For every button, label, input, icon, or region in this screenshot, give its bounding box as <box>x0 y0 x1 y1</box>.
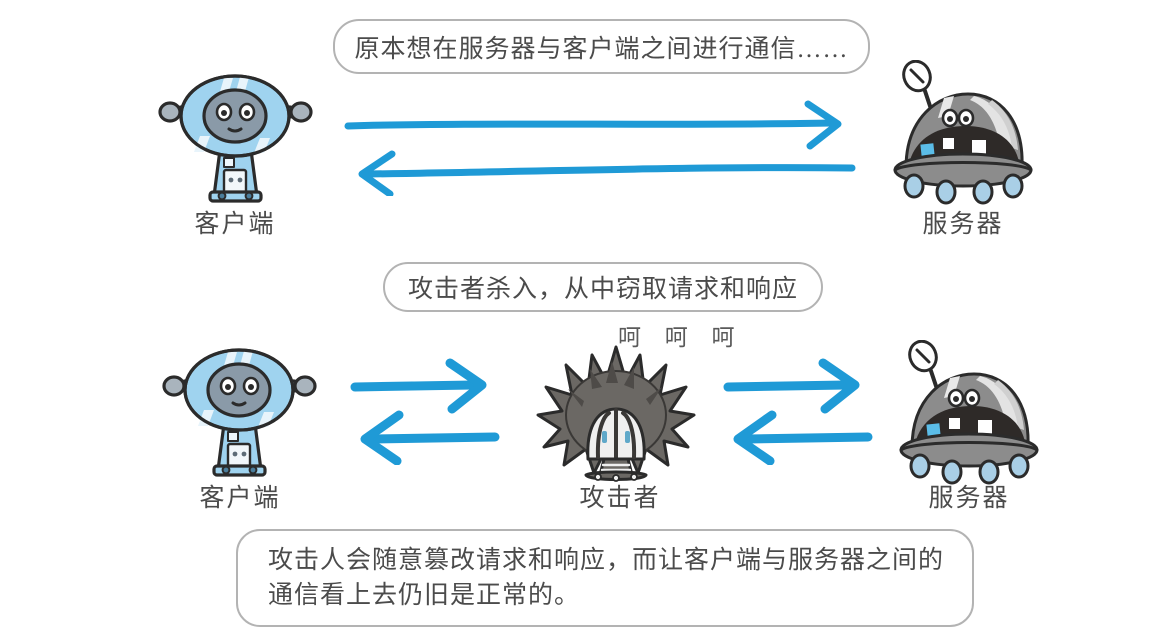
arrows-attacker-server <box>718 355 883 470</box>
caption-line-1: 攻击人会随意篡改请求和响应，而让客户端与服务器之间的 <box>268 546 945 574</box>
client-robot-top <box>148 72 323 212</box>
arrow-line-response-left <box>370 432 500 444</box>
arrow-head-response-right <box>733 410 777 466</box>
arrow-line-request-left <box>350 380 478 392</box>
label-server-bottom: 服务器 <box>928 485 1010 512</box>
caption-line-2: 通信看上去仍旧是正常的。 <box>268 582 581 609</box>
attacker-figure <box>534 343 699 488</box>
label-attacker: 攻击者 <box>579 485 661 512</box>
server-robot-icon <box>899 339 1039 485</box>
arrow-line-request-top <box>344 119 836 130</box>
arrow-head-request-top <box>804 100 842 150</box>
caption-bubble-bottom: 攻击人会随意篡改请求和响应，而让客户端与服务器之间的 通信看上去仍旧是正常的。 <box>236 529 974 627</box>
label-client-top: 客户端 <box>194 211 276 238</box>
arrows-client-server-top <box>340 96 860 201</box>
arrow-head-request-right <box>818 358 860 414</box>
client-robot-bottom <box>152 346 327 486</box>
attacker-icon <box>536 345 696 482</box>
callout-bubble-top: 原本想在服务器与客户端之间进行通信…… <box>333 19 870 74</box>
client-robot-icon <box>158 74 313 203</box>
label-server-top: 服务器 <box>922 211 1004 238</box>
arrow-line-response-top <box>364 164 856 178</box>
server-robot-top <box>888 59 1038 213</box>
client-robot-icon <box>162 348 317 477</box>
caption-text-block: 攻击人会随意篡改请求和响应，而让客户端与服务器之间的 通信看上去仍旧是正常的。 <box>268 543 944 614</box>
server-robot-bottom <box>894 339 1044 493</box>
server-robot-icon <box>893 59 1033 205</box>
label-client-bottom: 客户端 <box>199 485 281 512</box>
arrow-head-response-left <box>360 410 404 466</box>
attacker-laugh-text: 呵 呵 呵 <box>618 325 744 350</box>
arrow-line-request-right <box>723 380 851 392</box>
callout-bubble-middle: 攻击者杀入，从中窃取请求和响应 <box>383 262 823 312</box>
arrow-line-response-right <box>743 432 873 444</box>
arrow-head-response-top <box>358 150 396 198</box>
arrows-client-attacker <box>345 355 510 470</box>
arrow-head-request-left <box>445 358 487 414</box>
